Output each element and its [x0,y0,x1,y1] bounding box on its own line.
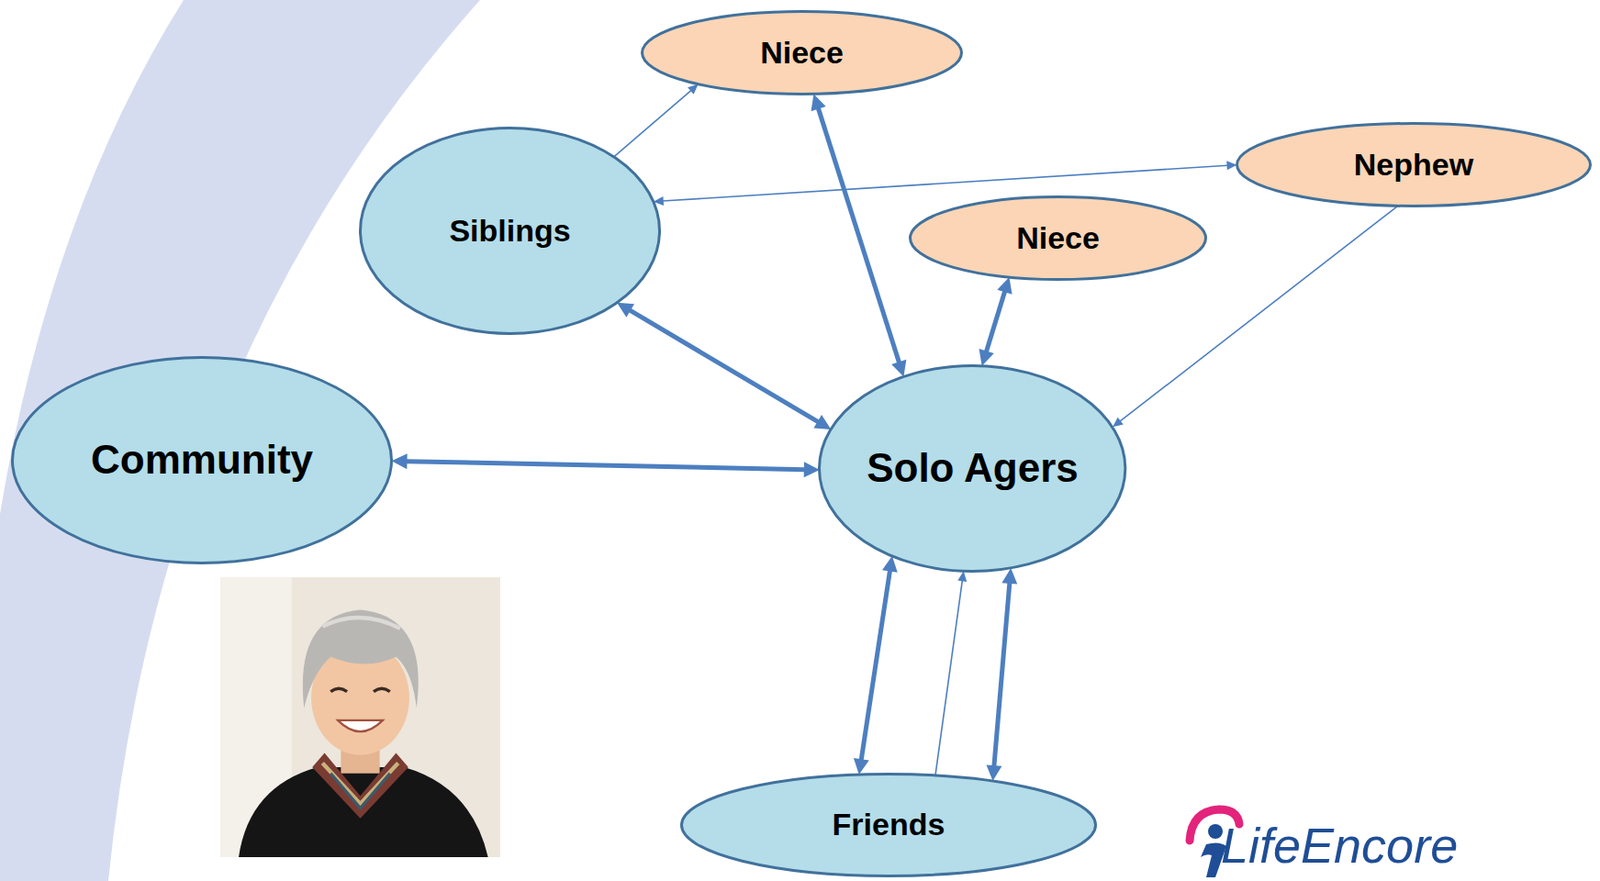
hair [302,610,419,709]
connector-line [405,461,805,470]
ellipse-node: Niece [640,10,963,96]
connector-line [861,570,890,761]
ellipse-node: Solo Agers [817,364,1127,573]
scarf-stripe [330,773,391,809]
node-label: Friends [832,806,946,843]
ellipse-shape [910,197,1207,280]
node-label: Nephew [1353,146,1474,183]
connector-line [985,290,1005,352]
arrowhead [985,764,1002,782]
ellipse-node: Niece [908,195,1208,281]
node-text-group: Niece [1016,220,1100,257]
arrow-connector [985,568,1018,782]
arrow-connector [935,570,967,776]
eye [373,688,391,692]
scarf [312,752,409,818]
arrowhead [853,758,870,775]
connector-line [817,108,899,364]
connector-line [935,580,963,776]
ellipse-shape [1237,123,1591,207]
node-text-group: Siblings [448,212,571,249]
arrowhead [891,359,907,378]
node-text-group: Niece [760,34,844,71]
arrowhead [979,348,995,367]
arrow-connector [653,160,1238,206]
node-text-group: Nephew [1353,146,1474,183]
ellipse-shape [819,366,1126,572]
ellipse-node: Siblings [358,126,661,336]
arrow-connector [616,302,831,430]
logo-head [1208,824,1223,840]
logo-text: LifeEncore [1220,818,1458,873]
node-label: Siblings [448,212,571,249]
arrow-connector [811,93,907,377]
arrowhead [813,414,831,430]
node-text-group: Friends [832,806,946,843]
arrow-connector [853,556,898,775]
ellipse-node: Friends [680,772,1097,878]
ellipse-node: Nephew [1235,122,1592,208]
arrowhead [391,453,407,470]
arrowhead [616,302,635,318]
ellipse-node: Community [11,356,393,565]
photo-ground [220,577,501,858]
connector-line [662,165,1229,202]
connector-line [994,582,1010,767]
node-label: Niece [1016,220,1100,257]
node-text-group: Community [90,436,314,484]
arrow-connector [614,84,699,157]
arrowhead [1112,417,1124,428]
node-label: Solo Agers [866,445,1079,493]
node-label: Community [90,436,314,484]
node-text-group: Solo Agers [866,445,1079,493]
ellipse-shape [642,11,963,95]
portrait-photo [220,577,501,858]
ellipse-shape [360,128,661,335]
connector-line [629,310,819,423]
arrow-connector [391,453,819,478]
connector-line [614,89,692,157]
arrow-connector [979,277,1013,367]
arrowhead [811,93,827,112]
eye [330,688,347,692]
arrowhead [996,277,1012,295]
ellipse-shape [682,774,1097,877]
arrowhead [1226,160,1237,170]
hair-shine [322,617,401,629]
smile [337,720,383,732]
ellipse-shape [12,358,392,564]
arrowhead [687,84,699,95]
node-label: Niece [760,34,844,71]
arrowhead [804,461,820,478]
scarf-stripe [322,763,398,806]
arrowhead [957,570,967,582]
